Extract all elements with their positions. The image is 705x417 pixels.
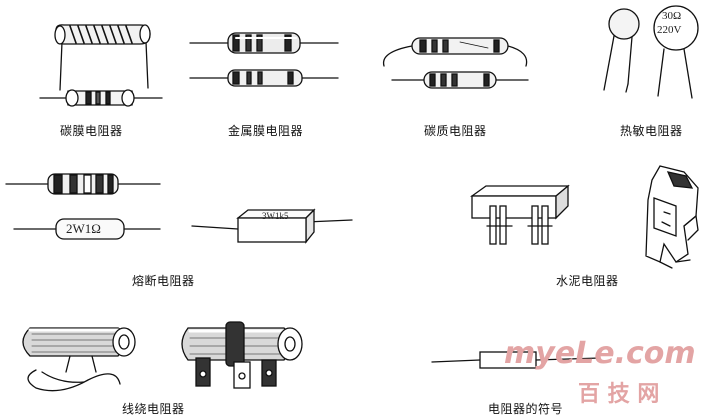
watermark-cn: 百 技 网: [578, 382, 660, 407]
wirewound-resistor-plain-icon: [22, 327, 136, 392]
metal-film-resistor-bottom-icon: [189, 69, 339, 87]
thermistor-voltage-label: 220V: [657, 24, 682, 36]
thermistor-large-disc-icon: [653, 5, 699, 99]
caption-cement: 水泥电阻器: [556, 274, 619, 288]
cement-resistor-vertical-icon: [645, 165, 699, 269]
caption-fusible: 熔断电阻器: [132, 274, 195, 288]
caption-thermistor: 热敏电阻器: [620, 124, 683, 138]
thermistor-value-label: 30Ω: [662, 10, 682, 22]
cement-resistor-marking: 3W1k5: [262, 211, 289, 221]
fusible-resistor-banded-icon: [5, 173, 161, 195]
caption-symbol: 电阻器的符号: [488, 402, 564, 416]
caption-carbon-composition: 碳质电阻器: [424, 124, 487, 138]
caption-metal-film: 金属膜电阻器: [228, 124, 304, 138]
carbon-film-resistor-axial-icon: [39, 89, 163, 107]
watermark-domain: myeLe.com: [504, 336, 696, 371]
caption-wirewound: 线绕电阻器: [122, 402, 185, 416]
thermistor-small-disc-icon: [603, 8, 640, 93]
metal-film-resistor-top-icon: [189, 32, 339, 54]
fusible-resistor-labelled-icon: [13, 218, 161, 240]
carbon-composition-resistor-bottom-icon: [391, 71, 529, 89]
carbon-composition-resistor-top-icon: [382, 37, 528, 67]
fusible-resistor-block-icon: [191, 208, 353, 244]
resistor-symbol-icon: [431, 351, 601, 369]
carbon-film-resistor-vertical-icon: [54, 24, 151, 91]
fusible-resistor-marking: 2W1Ω: [66, 221, 101, 236]
cement-resistor-flat-icon: [469, 184, 570, 245]
caption-carbon-film: 碳膜电阻器: [60, 124, 123, 138]
wirewound-resistor-tapped-icon: [181, 321, 303, 389]
